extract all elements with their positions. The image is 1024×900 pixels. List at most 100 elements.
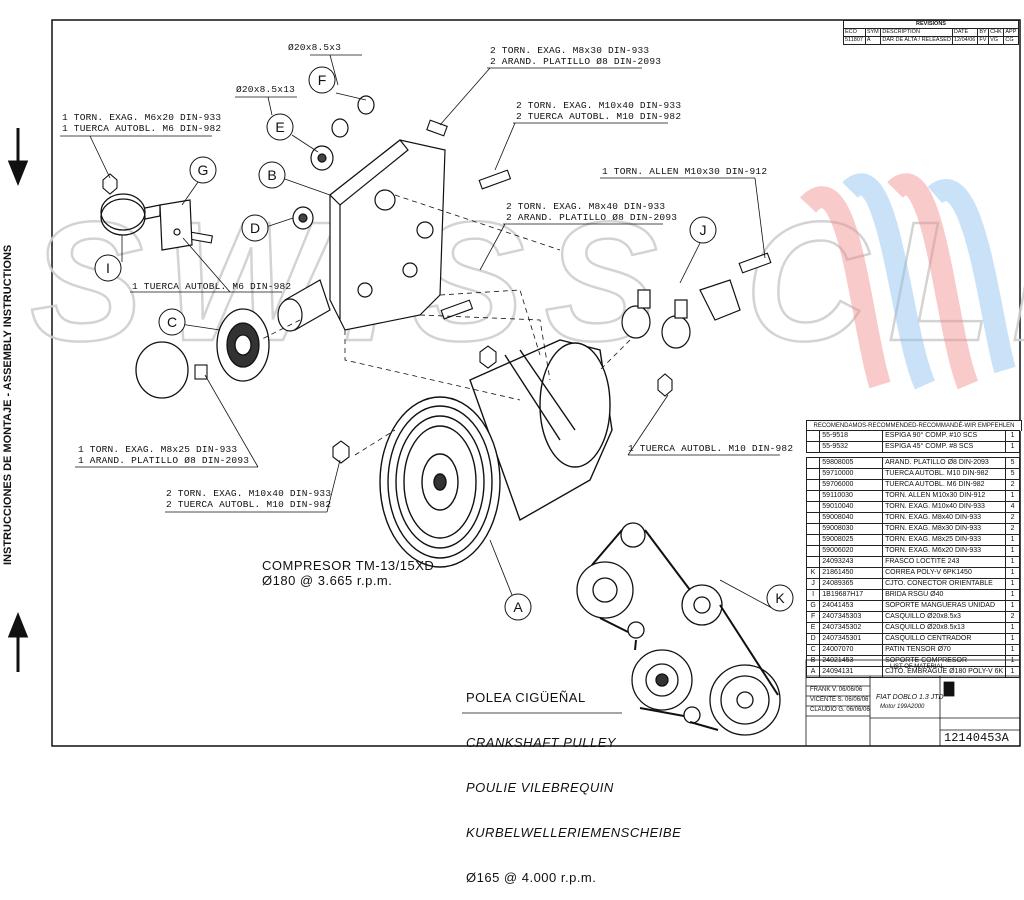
rev-cell: A <box>864 36 882 45</box>
bom-cell-mark <box>805 490 821 502</box>
callout-allen-m10x30: 1 TORN. ALLEN M10x30 DIN-912 <box>602 166 767 177</box>
callout-nut-m10: 1 TUERCA AUTOBL. M10 DIN-982 <box>628 443 793 454</box>
bubble-g: G <box>197 162 209 178</box>
rev-cell: 511807 <box>843 36 866 45</box>
bom-cell-desc: TUERCA AUTOBL. M6 DIN-982 <box>882 479 1007 491</box>
bom-cell-code: 59008030 <box>819 523 884 535</box>
bom-cell-qty: 1 <box>1005 578 1020 590</box>
bom-cell-code: 21861450 <box>819 567 884 579</box>
pulley-label-fr: POULIE VILEBREQUIN <box>466 780 614 795</box>
bom-cell-mark <box>805 441 821 453</box>
bom-cell-qty: 1 <box>1005 490 1020 502</box>
bom-recommended-title: RECOMENDAMOS-RECOMMENDED-RECOMMANDÉ-WIR … <box>806 420 1022 431</box>
bom-cell-qty: 1 <box>1005 633 1020 645</box>
bom-cell-code: 2407345303 <box>819 611 884 623</box>
bom-cell-qty: 1 <box>1005 600 1020 612</box>
bom-cell-code: 2407345302 <box>819 622 884 634</box>
callout-line: 1 TUERCA AUTOBL. M6 DIN-982 <box>62 123 222 134</box>
bom-cell-qty: 1 <box>1005 666 1020 678</box>
bom-cell-qty: 2 <box>1005 512 1020 524</box>
bubble-d: D <box>249 220 261 236</box>
bom-cell-code: 1B19687H17 <box>819 589 884 601</box>
bom-cell-code: 59706000 <box>819 479 884 491</box>
bom-cell-mark <box>805 468 821 480</box>
callout-line: 2 TORN. EXAG. M10x40 DIN-933 <box>516 100 682 111</box>
bom-cell-mark <box>805 545 821 557</box>
compressor <box>379 339 613 568</box>
bom-cell-qty: 1 <box>1005 589 1020 601</box>
bom-cell-code: 2407345301 <box>819 633 884 645</box>
pulley-label-de: KURBELWELLERIEMENSCHEIBE <box>466 825 682 840</box>
bom-cell-code: 59710000 <box>819 468 884 480</box>
callout-line: Ø20x8.5x13 <box>236 84 296 95</box>
bom-cell-mark: C <box>805 644 821 656</box>
belt-routing <box>576 522 781 736</box>
pulley-speed: Ø165 @ 4.000 r.p.m. <box>466 870 597 885</box>
callout-nut-m6: 1 TUERCA AUTOBL. M6 DIN-982 <box>132 281 291 292</box>
bom-cell-mark <box>805 556 821 568</box>
orientation-arrows <box>7 128 29 672</box>
bom-cell-desc: FRASCO LOCTITE 243 <box>882 556 1007 568</box>
callout-line: 2 TUERCA AUTOBL. M10 DIN-982 <box>166 499 332 510</box>
callout-line: 1 TUERCA AUTOBL. M6 DIN-982 <box>132 281 292 292</box>
callout-line: 2 TORN. EXAG. M8x30 DIN-933 <box>490 45 650 56</box>
assembly-lines <box>259 194 631 456</box>
rev-cell: FV <box>977 36 990 45</box>
bom-cell-desc: ESPIGA 90° COMP. #10 SCS <box>882 430 1007 442</box>
bom-cell-mark: D <box>805 633 821 645</box>
callout-line: 1 TORN. ALLEN M10x30 DIN-912 <box>602 166 768 177</box>
approved-by-name: CLAUDIO G. <box>810 707 845 713</box>
bom-cell-qty: 1 <box>1005 567 1020 579</box>
rev-cell: CG <box>1003 36 1019 45</box>
bracket-b <box>329 139 446 331</box>
bom-cell-qty: 1 <box>1005 430 1020 442</box>
bushing-d <box>292 206 314 230</box>
checked-by-name: VICENTE S. <box>810 697 844 703</box>
callout-line: 1 ARAND. PLATILLO Ø8 DIN-2093 <box>78 455 250 466</box>
drawn-by: FRANK V. 06/06/06 <box>810 687 862 693</box>
bom-cell-desc: ARAND. PLATILLO Ø8 DIN-2093 <box>882 457 1007 469</box>
bom-cell-code: 24089365 <box>819 578 884 590</box>
rev-cell: 12/04/06 <box>951 36 979 45</box>
pulley-label-en: CRANKSHAFT PULLEY <box>466 735 617 750</box>
hose-support-g <box>159 199 193 251</box>
rev-header: BY <box>977 28 990 37</box>
bom-cell-mark: K <box>805 567 821 579</box>
bushing-e <box>310 145 334 171</box>
bom-cell-code: 59010040 <box>819 501 884 513</box>
bom-cell-code: 55-9518 <box>819 430 884 442</box>
bom-cell-desc: ESPIGA 45° COMP. #8 SCS <box>882 441 1007 453</box>
rev-header: APP <box>1003 28 1019 37</box>
drawing-border <box>51 19 1021 747</box>
bom-cell-qty: 1 <box>1005 556 1020 568</box>
callout-line: 2 TUERCA AUTOBL. M10 DIN-982 <box>516 111 682 122</box>
watermark-logo <box>799 173 1016 390</box>
callout-line: 2 ARAND. PLATILLO Ø8 DIN-2093 <box>506 212 678 223</box>
leader-lines <box>60 54 780 714</box>
list-of-material-label: LIST OF MATERIAL <box>890 664 944 670</box>
bom-cell-code: 59110030 <box>819 490 884 502</box>
bom-cell-desc: TORN. EXAG. M10x40 DIN-933 <box>882 501 1007 513</box>
part-bubbles <box>94 66 794 621</box>
rev-header: DATE <box>951 28 979 37</box>
bom-cell-desc: SOPORTE MANGUERAS UNIDAD <box>882 600 1007 612</box>
callout-bushing-e: Ø20x8.5x13 <box>236 84 295 95</box>
bom-cell-desc: CJTO. EMBRAGUE Ø180 POLY-V 6K <box>882 666 1007 678</box>
bushing-f <box>331 95 375 138</box>
bom-cell-code: 24041453 <box>819 600 884 612</box>
rev-header: CHK <box>988 28 1005 37</box>
